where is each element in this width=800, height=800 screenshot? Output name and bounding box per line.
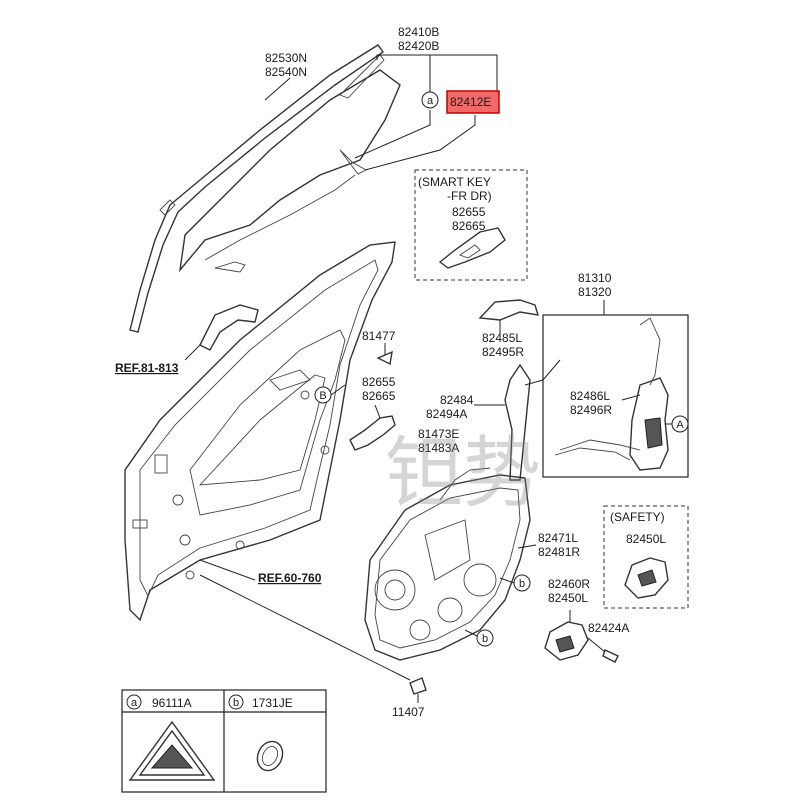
grommet-ring: [256, 740, 284, 772]
safety-title: (SAFETY): [610, 510, 665, 524]
regulator-leader: [517, 544, 537, 549]
cable-lock-leader: [621, 394, 641, 401]
legend-table: [121, 689, 327, 793]
ref-81-813: REF.81-813: [115, 361, 179, 375]
cable-lock-code-1: 82486L: [570, 389, 610, 403]
callout-b-1: b: [499, 574, 531, 592]
regulator-code-2: 82481R: [538, 545, 580, 559]
svg-text:96111A: 96111A: [152, 696, 192, 710]
actuator-cable-code-2: 81320: [578, 285, 612, 299]
module-mid-code-2: 82494A: [426, 407, 467, 421]
door-latch-actuator: [554, 317, 669, 471]
actuator-box: [542, 314, 689, 478]
actuator-cable-code-1: 81310: [578, 271, 612, 285]
regulator-code-1: 82471L: [538, 531, 578, 545]
svg-text:1731JE: 1731JE: [252, 696, 293, 710]
smart-key-title-1: (SMART KEY: [418, 175, 491, 189]
glass-code-2: 82420B: [398, 39, 439, 53]
bolt-81477-label: 81477: [362, 329, 396, 343]
actuator-cable-leader: [524, 359, 561, 386]
safety-motor-label: 82450L: [626, 532, 666, 546]
smart-key-handle-code-2: 82665: [452, 219, 486, 233]
svg-text:b: b: [482, 633, 488, 645]
safety-motor: [624, 557, 669, 599]
safety-box: [603, 505, 689, 609]
cable-lock-code-2: 82496R: [570, 403, 612, 417]
lock-cable-code-2: 81483A: [418, 441, 459, 455]
module-mid-code-1: 82484: [440, 393, 474, 407]
smart-key-box: [414, 169, 528, 281]
highlight-82412E: 82412E: [446, 90, 500, 114]
svg-text:a: a: [427, 95, 434, 107]
smart-key-handle-code-1: 82655: [452, 205, 486, 219]
lock-cable-code-1: 81473E: [418, 427, 459, 441]
window-regulator-module: [364, 363, 531, 661]
screw-82424A: [587, 637, 619, 663]
callout-A: A: [665, 415, 689, 433]
glass-code-1: 82410B: [398, 25, 439, 39]
door-panel-frame: [124, 241, 396, 622]
screw-11407: [409, 677, 427, 703]
run-channel-code-2: 82540N: [265, 65, 307, 79]
lift-bracket-code-2: 82495R: [482, 345, 524, 359]
callout-b-2: b: [464, 629, 494, 647]
glass-leaders: [264, 54, 498, 171]
watermark: 钽势: [385, 429, 541, 519]
smart-key-title-2: -FR DR): [447, 189, 492, 203]
svg-text:b: b: [233, 697, 239, 709]
window-motor: [544, 610, 589, 661]
handle-b-code-1: 82655: [362, 375, 396, 389]
legend-a: a 96111A: [126, 694, 192, 710]
ref-60-760: REF.60-760: [258, 571, 322, 585]
smart-key-handle: [438, 227, 506, 269]
lift-bracket: [478, 299, 539, 335]
svg-text:B: B: [319, 390, 326, 402]
bolt-81477: [376, 343, 393, 366]
motor-code-1: 82460R: [548, 577, 590, 591]
screw-82424A-label: 82424A: [588, 621, 629, 635]
screw-leader: [199, 574, 411, 681]
door-glass: [178, 69, 401, 273]
svg-text:b: b: [519, 578, 525, 590]
svg-text:a: a: [131, 697, 138, 709]
lift-bracket-code-1: 82485L: [482, 331, 522, 345]
run-channel-code-1: 82530N: [265, 51, 307, 65]
handle-b-code-2: 82665: [362, 389, 396, 403]
inside-handle: [349, 404, 396, 451]
warning-label-sticker: [128, 720, 216, 781]
screw-11407-label: 11407: [392, 705, 425, 719]
legend-b: b 1731JE: [228, 694, 293, 710]
callout-a-glass: a: [421, 91, 439, 109]
motor-code-2: 82450L: [548, 591, 588, 605]
svg-text:A: A: [676, 419, 684, 431]
callout-B: B: [314, 384, 346, 404]
glass-run-channel: [129, 44, 385, 333]
outside-handle-ref: [184, 304, 259, 361]
svg-text:82412E: 82412E: [450, 95, 491, 109]
ref-60-760-leader: [199, 559, 256, 581]
